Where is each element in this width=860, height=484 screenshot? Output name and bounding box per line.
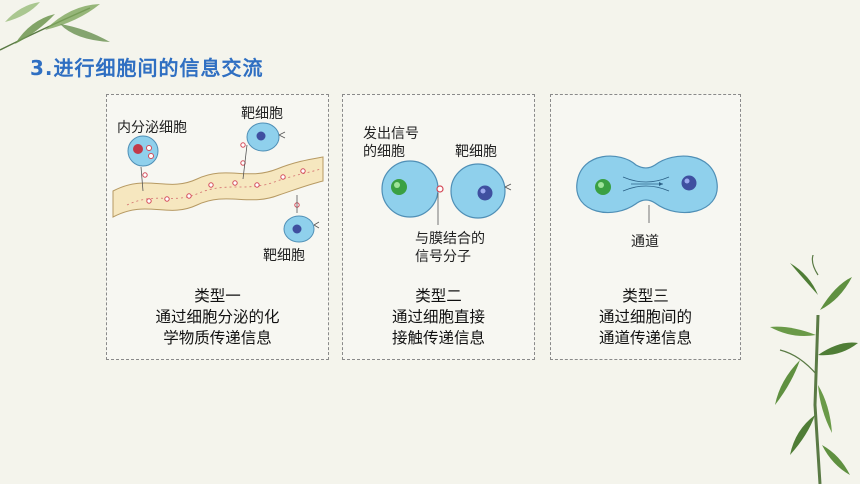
caption-type-one: 类型一 通过细胞分泌的化 学物质传递信息 xyxy=(107,286,328,349)
contact-signaling-diagram xyxy=(381,160,512,225)
label-line: 与膜结合的 xyxy=(415,231,485,247)
caption-line: 通过细胞间的 xyxy=(598,308,692,326)
panel-type-two: 发出信号 的细胞 靶细胞 与膜结合的 信号分子 类型二 通过细胞直接 接触传递信… xyxy=(342,94,535,360)
panel-type-one: 内分泌细胞 靶细胞 靶细胞 类型一 通过细胞分泌的化 学物质传递信息 xyxy=(106,94,329,360)
label-target-cell-bottom: 靶细胞 xyxy=(263,248,305,264)
bamboo-branch-right xyxy=(770,255,858,484)
endocrine-signaling-diagram xyxy=(112,122,324,243)
caption-line: 通过细胞直接 xyxy=(391,308,485,326)
label-line: 信号分子 xyxy=(415,249,471,265)
caption-line: 通过细胞分泌的化 xyxy=(155,308,280,326)
caption-type-two: 类型二 通过细胞直接 接触传递信息 xyxy=(343,286,534,349)
caption-line: 学物质传递信息 xyxy=(163,329,272,347)
caption-line: 类型二 xyxy=(415,287,462,305)
label-target-cell: 靶细胞 xyxy=(455,144,497,160)
label-line: 的细胞 xyxy=(363,144,405,160)
label-channel: 通道 xyxy=(631,234,659,250)
label-secreting-cell: 内分泌细胞 xyxy=(117,120,187,136)
panel-type-three: 通道 类型三 通过细胞间的 通道传递信息 xyxy=(550,94,741,360)
caption-line: 接触传递信息 xyxy=(391,329,485,347)
label-line: 发出信号 xyxy=(363,126,419,142)
label-membrane-signal: 与膜结合的 信号分子 xyxy=(415,230,485,266)
label-target-cell-top: 靶细胞 xyxy=(241,106,283,122)
caption-line: 类型三 xyxy=(622,287,669,305)
caption-type-three: 类型三 通过细胞间的 通道传递信息 xyxy=(551,286,740,349)
channel-signaling-diagram xyxy=(576,155,718,223)
bamboo-leaves-top-left xyxy=(0,2,110,51)
page-title: 3.进行细胞间的信息交流 xyxy=(30,56,264,80)
caption-line: 通道传递信息 xyxy=(598,329,692,347)
label-sender-cell: 发出信号 的细胞 xyxy=(363,125,419,161)
caption-line: 类型一 xyxy=(194,287,241,305)
